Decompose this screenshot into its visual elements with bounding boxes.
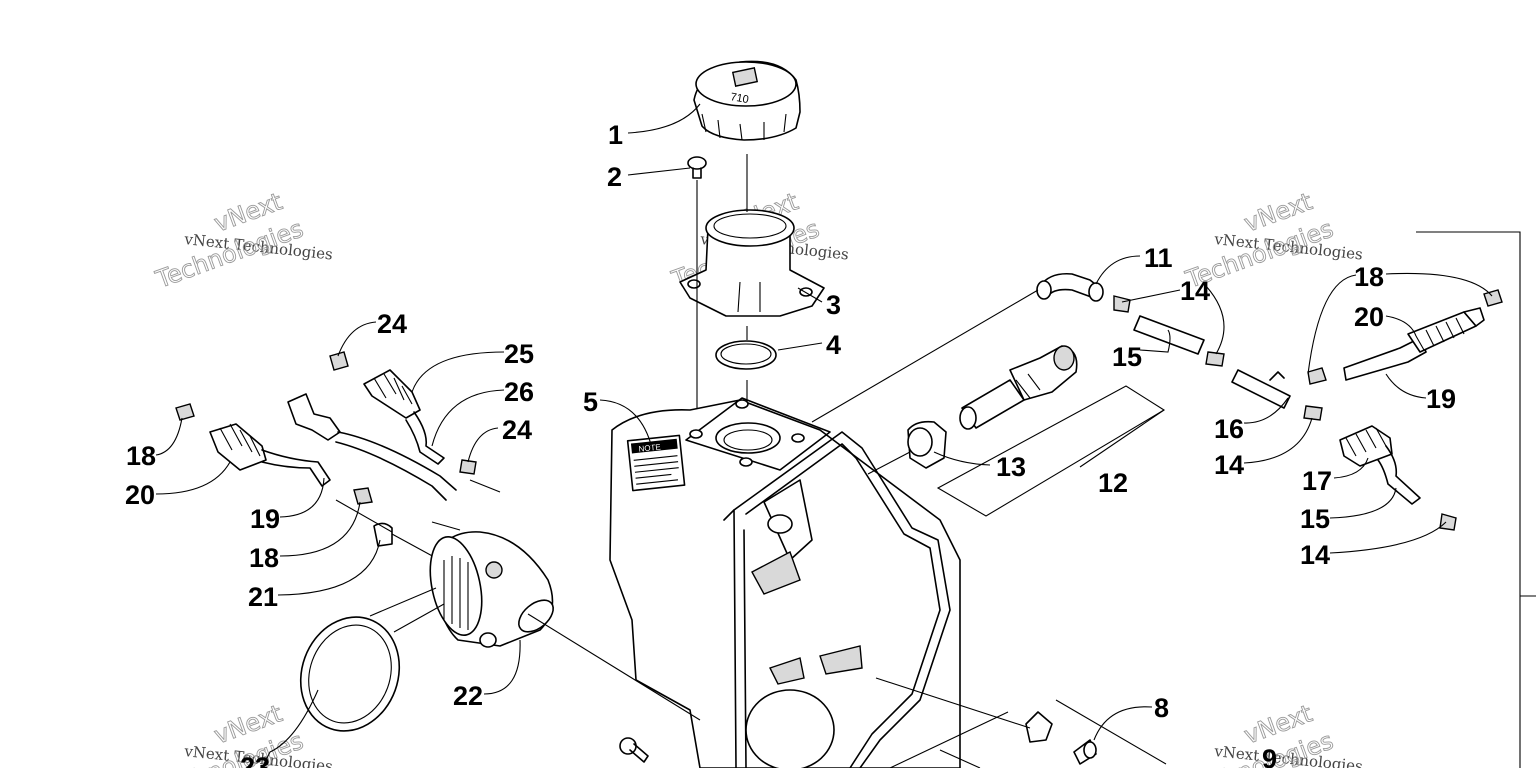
callout-labels: 1 2 3 4 5 8 9 11 12 13 14 14 14 15 15 16…: [125, 120, 1456, 768]
callout-13: 13: [996, 452, 1026, 482]
callout-15-b: 15: [1300, 504, 1330, 534]
callout-17: 17: [1302, 466, 1332, 496]
watermark-1: vNext Technologies vNext Technologies: [151, 187, 334, 295]
callout-1: 1: [608, 120, 623, 150]
callout-21: 21: [248, 582, 278, 612]
callout-20-left: 20: [125, 480, 155, 510]
svg-text:NOTE: NOTE: [638, 442, 661, 453]
callout-25: 25: [504, 339, 534, 369]
callout-8: 8: [1154, 693, 1169, 723]
lower-fasteners: [619, 677, 1167, 768]
axis-pump: [527, 613, 701, 721]
callout-15-a: 15: [1112, 342, 1142, 372]
vent-hose-assembly: [1036, 272, 1503, 531]
callout-2: 2: [607, 162, 622, 192]
leader-lines: [155, 103, 1493, 768]
callout-11: 11: [1144, 243, 1173, 273]
o-ring: [715, 340, 777, 370]
pump-hose-assembly: [175, 351, 554, 732]
callout-22: 22: [453, 681, 483, 711]
callout-19-left: 19: [250, 504, 280, 534]
callout-26: 26: [504, 377, 534, 407]
frame-bracket: [1416, 231, 1536, 768]
warning-decal: NOTE: [626, 434, 686, 492]
cap-text: 710: [729, 91, 749, 106]
callout-12: 12: [1098, 468, 1128, 498]
callout-20-right: 20: [1354, 302, 1384, 332]
callout-3: 3: [826, 290, 841, 320]
callout-18-mid: 18: [249, 543, 279, 573]
callout-23: 23: [240, 752, 270, 768]
callout-5: 5: [583, 387, 598, 417]
callout-16: 16: [1214, 414, 1244, 444]
callout-19-right: 19: [1426, 384, 1456, 414]
axis-sender: [867, 451, 911, 475]
callout-18-right: 18: [1354, 262, 1384, 292]
callout-9: 9: [1262, 744, 1277, 768]
axis-harness: [431, 479, 501, 531]
filler-neck: [679, 209, 825, 317]
callout-14-a: 14: [1180, 276, 1210, 306]
fuel-cap: 710: [693, 60, 801, 141]
callout-24-top: 24: [377, 309, 407, 339]
callout-4: 4: [826, 330, 841, 360]
callout-18-left: 18: [126, 441, 156, 471]
cap-screw: [687, 156, 707, 179]
callout-14-c: 14: [1300, 540, 1330, 570]
fuel-tank: NOTE: [609, 397, 961, 768]
callout-24-bottom: 24: [502, 415, 532, 445]
axis-vent: [811, 289, 1039, 423]
callout-14-b: 14: [1214, 450, 1244, 480]
